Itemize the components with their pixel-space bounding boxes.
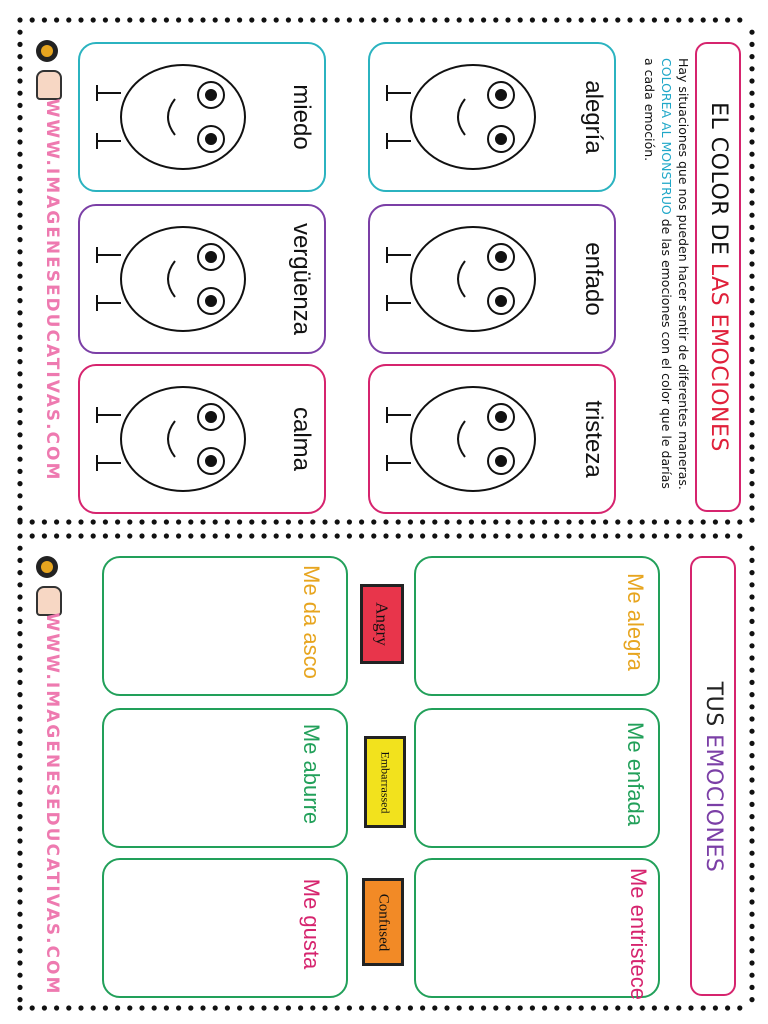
prompt-entristece: Me entristece bbox=[626, 867, 651, 1001]
stamp-embarrassed: Embarrassed bbox=[364, 736, 406, 828]
tus-title-b: EMOCIONES bbox=[701, 734, 726, 873]
stamp-angry: Angry bbox=[360, 584, 404, 664]
pointer-hand-icon bbox=[36, 70, 62, 100]
logo-icon bbox=[36, 40, 58, 62]
stamp-embarrassed-text: Embarrassed bbox=[378, 751, 393, 813]
prompt-aburre: Me aburre bbox=[299, 723, 324, 825]
prompt-card-enfada[interactable] bbox=[414, 708, 660, 848]
prompt-card-asco[interactable] bbox=[102, 556, 348, 696]
website-url: WWW.IMAGENESEDUCATIVAS.COM bbox=[42, 98, 62, 482]
stamp-confused-text: Confused bbox=[375, 893, 392, 951]
stamp-confused: Confused bbox=[362, 878, 404, 966]
tus-title-box bbox=[690, 556, 736, 996]
tus-title-a: TUS bbox=[701, 681, 726, 735]
prompt-gusta: Me gusta bbox=[299, 878, 324, 970]
prompt-asco: Me da asco bbox=[299, 565, 324, 679]
prompt-card-aburre[interactable] bbox=[102, 708, 348, 848]
logo-icon bbox=[36, 556, 58, 578]
prompt-card-gusta[interactable] bbox=[102, 858, 348, 998]
stamp-angry-text: Angry bbox=[373, 602, 393, 646]
website-url: WWW.IMAGENESEDUCATIVAS.COM bbox=[42, 612, 62, 996]
prompt-enfada: Me enfada bbox=[623, 722, 648, 826]
prompt-card-entristece[interactable] bbox=[414, 858, 660, 998]
prompt-card-alegra[interactable] bbox=[414, 556, 660, 696]
pointer-hand-icon bbox=[36, 586, 62, 616]
prompt-alegra: Me alegra bbox=[623, 573, 648, 671]
title-box bbox=[695, 42, 741, 512]
tus-title: TUS EMOCIONES bbox=[698, 617, 728, 937]
